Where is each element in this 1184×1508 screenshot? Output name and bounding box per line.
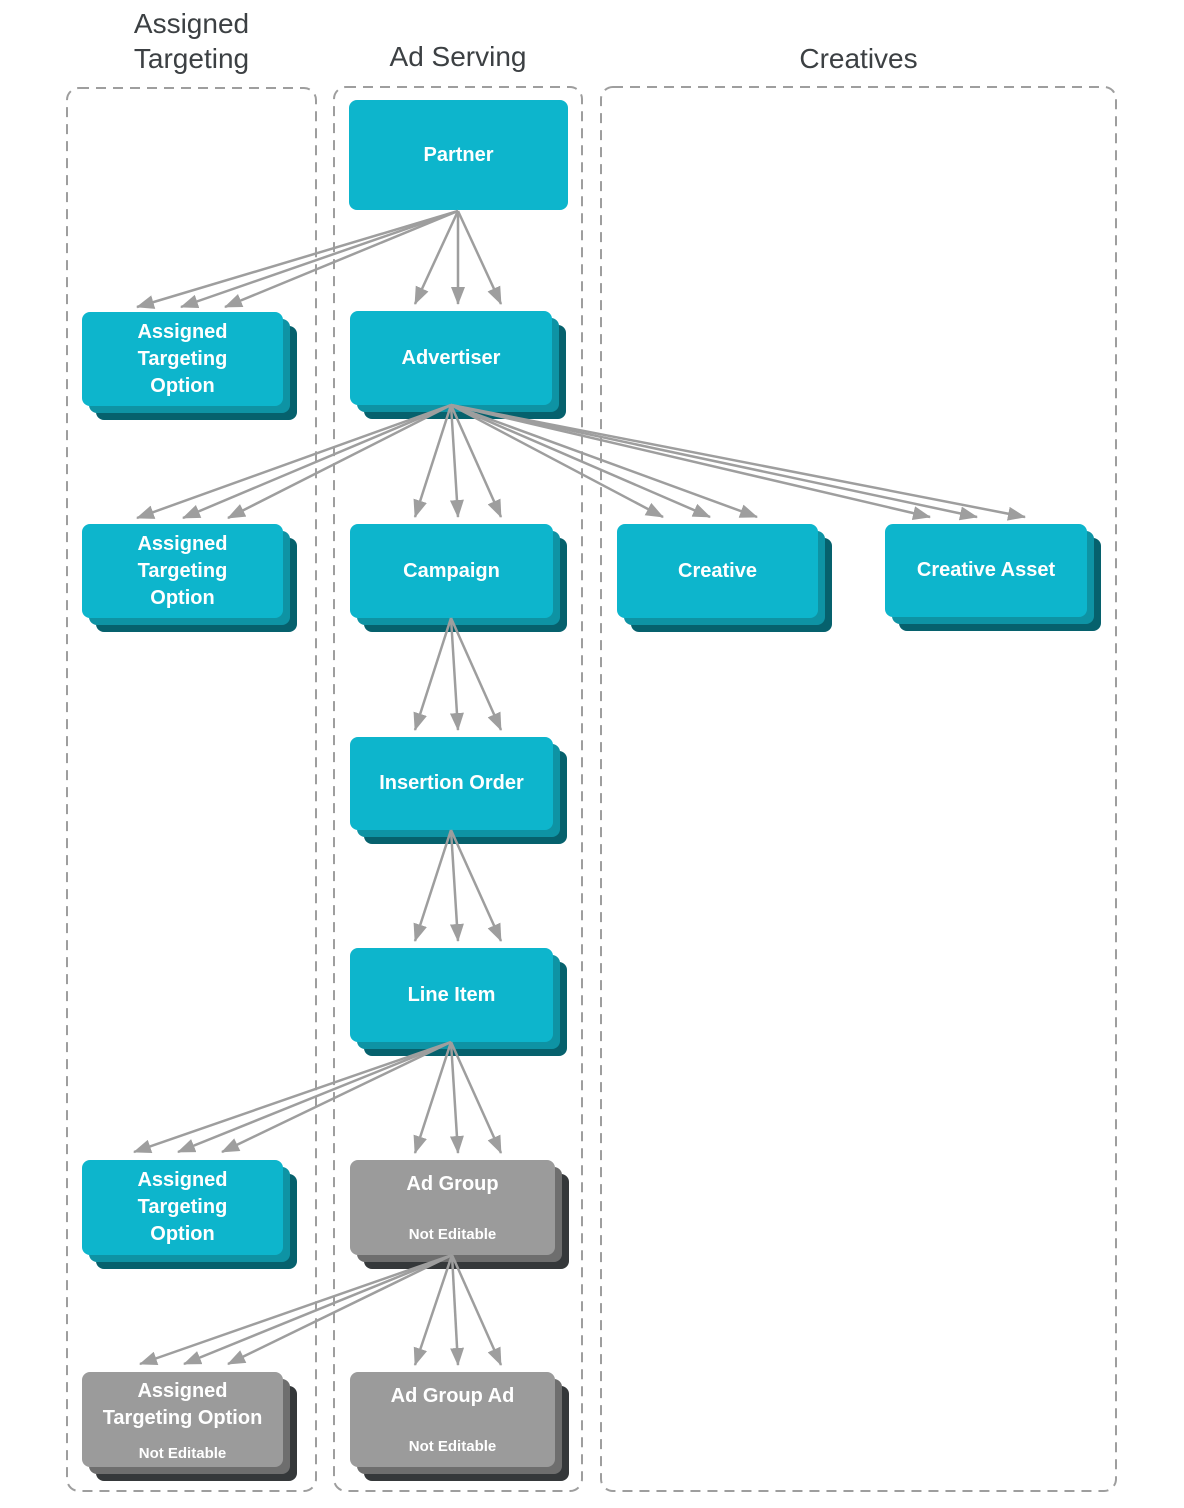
node-label: Creative — [678, 559, 757, 582]
node-assigned-targeting-option-line-item: Assigned Targeting Option — [82, 1160, 283, 1255]
node-label-line: Option — [150, 586, 215, 609]
edge-advertiser-to-assigned-targeting-option — [136, 403, 452, 520]
column-title-creatives: Creatives — [799, 43, 918, 74]
node-label-line: Targeting Option — [102, 1406, 263, 1429]
edge-partner-to-advertiser — [413, 210, 503, 305]
node-label-line: Option — [150, 374, 215, 397]
node-label-line: Assigned — [137, 1169, 228, 1191]
node-label-line: Targeting — [137, 347, 228, 370]
column-title-ad-serving: Ad Serving — [389, 41, 527, 72]
node-advertiser: Advertiser — [350, 311, 552, 405]
node-label: Campaign — [403, 559, 500, 582]
column-border-assigned-targeting — [66, 87, 317, 1492]
node-assigned-targeting-option-partner: Assigned Targeting Option — [82, 312, 283, 406]
node-creative: Creative — [617, 524, 818, 618]
node-label-line: Targeting — [137, 559, 228, 582]
node-label-line: Targeting — [137, 1196, 228, 1218]
node-label: Insertion Order — [379, 772, 524, 794]
node-partner: Partner — [349, 100, 568, 210]
node-label-line: Option — [150, 1223, 215, 1245]
node-label-line: Assigned — [137, 320, 228, 343]
node-note-not-editable: Not Editable — [408, 1437, 497, 1455]
edge-advertiser-to-creative — [450, 403, 758, 519]
edge-ad-group-to-ad-group-ad — [413, 1254, 503, 1366]
edge-campaign-to-insertion-order — [413, 617, 503, 731]
node-label: Creative Asset — [916, 559, 1056, 581]
edge-advertiser-to-campaign — [413, 404, 503, 518]
node-label: Ad Group Ad — [390, 1384, 515, 1407]
column-border-creatives — [600, 86, 1117, 1492]
node-campaign: Campaign — [350, 524, 553, 618]
node-note-not-editable: Not Editable — [138, 1444, 227, 1462]
node-ad-group-ad: Ad Group Ad Not Editable — [350, 1372, 555, 1467]
edge-line-item-to-assigned-targeting-option — [133, 1040, 452, 1154]
node-label: Ad Group — [406, 1172, 499, 1195]
node-assigned-targeting-option-ad-group: Assigned Targeting Option Not Editable — [82, 1372, 283, 1467]
edge-partner-to-assigned-targeting-option — [136, 209, 459, 309]
node-line-item: Line Item — [350, 948, 553, 1042]
node-ad-group: Ad Group Not Editable — [350, 1160, 555, 1255]
edge-insertion-order-to-line-item — [413, 829, 503, 942]
column-title-line: Assigned — [133, 8, 250, 39]
node-label-line: Assigned — [137, 532, 228, 555]
column-title-line: Targeting — [133, 43, 250, 74]
node-label: Line Item — [407, 983, 496, 1006]
node-creative-asset: Creative Asset — [885, 524, 1087, 617]
node-assigned-targeting-option-advertiser: Assigned Targeting Option — [82, 524, 283, 618]
node-insertion-order: Insertion Order — [350, 737, 553, 830]
node-label: Partner — [423, 143, 494, 166]
node-label: Advertiser — [401, 346, 501, 369]
edge-advertiser-to-creative-asset — [450, 403, 1026, 521]
edge-line-item-to-ad-group — [413, 1041, 503, 1154]
node-note-not-editable: Not Editable — [408, 1225, 497, 1243]
edge-ad-group-to-assigned-targeting-option — [139, 1253, 453, 1366]
node-label-line: Assigned — [137, 1379, 228, 1402]
column-title-assigned-targeting: Assigned Targeting — [66, 6, 317, 76]
